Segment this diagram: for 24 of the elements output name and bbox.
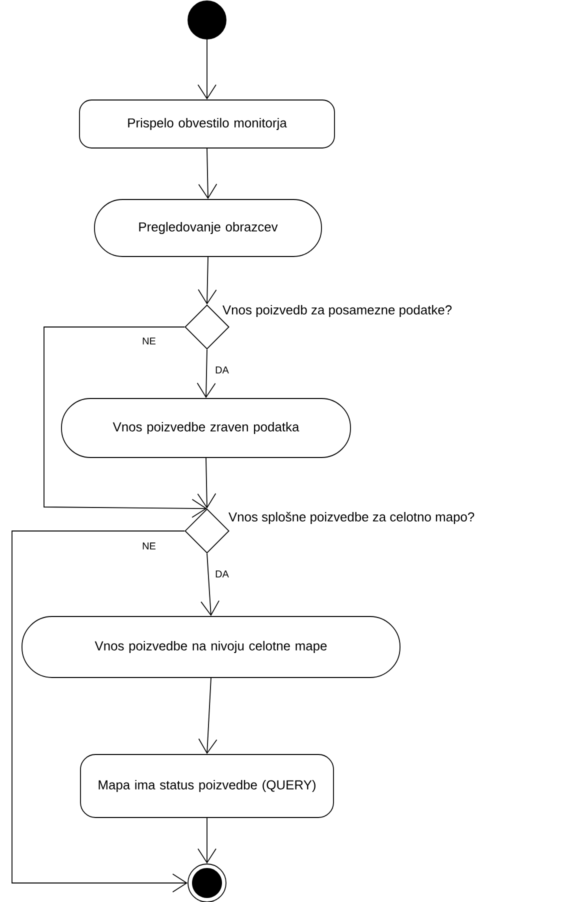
edge-label: DA (214, 366, 230, 374)
arrow (198, 818, 216, 864)
activity-box: Vnos poizvedbe zraven podatka (61, 398, 351, 458)
arrow (198, 39, 216, 100)
activity-box: Pregledovanje obrazcev (94, 199, 322, 257)
arrow (44, 326, 207, 518)
arrow (198, 678, 218, 754)
decision-diamond (184, 508, 230, 554)
activity-box: Prispelo obvestilo monitorja (79, 100, 335, 148)
arrow (197, 458, 216, 509)
arrow (200, 553, 220, 616)
edge-label: DA (214, 570, 230, 578)
arrow (196, 349, 216, 398)
question-text: Vnos splošne poizvedbe za celotno mapo? (228, 512, 474, 524)
edge-label: NE (141, 336, 157, 346)
end-node (188, 864, 226, 902)
start-node (188, 0, 226, 40)
arrow (198, 256, 217, 305)
activity-box: Vnos poizvedbe na nivoju celotne mape (22, 616, 400, 678)
arrow (12, 530, 188, 892)
arrow (198, 148, 218, 200)
question-text: Vnos poizvedb za posamezne podatke? (222, 304, 452, 318)
activity-box: Mapa ima status poizvedbe (QUERY) (80, 754, 334, 818)
edge-label: NE (141, 542, 157, 550)
